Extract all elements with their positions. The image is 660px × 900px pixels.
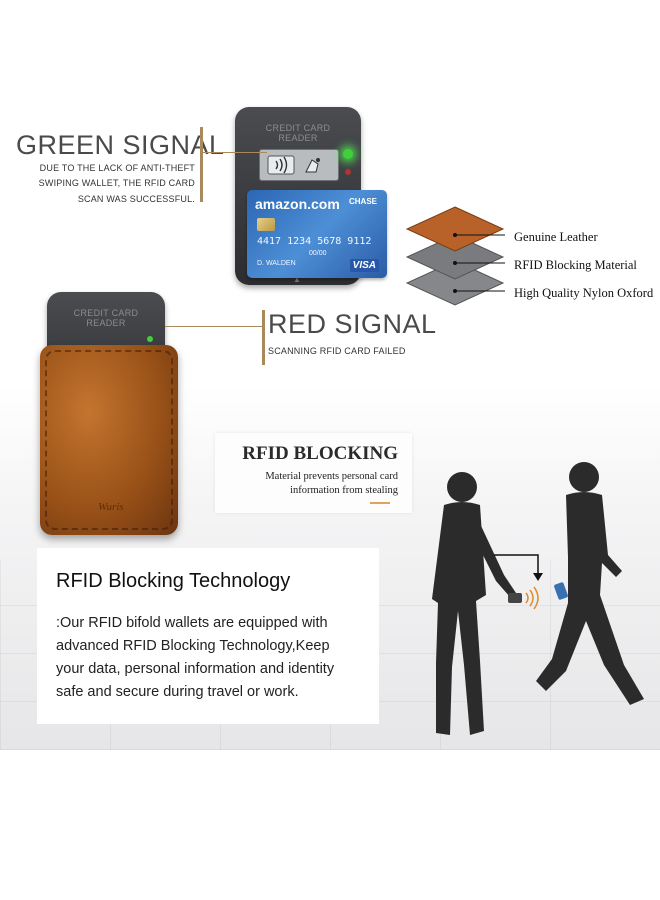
leather-wallet: Wuris [40, 345, 178, 535]
red-signal-subtitle: SCANNING RFID CARD FAILED [268, 346, 406, 356]
technology-title: RFID Blocking Technology [56, 570, 291, 592]
card-chip-icon [257, 218, 275, 231]
red-signal-bar [262, 310, 265, 365]
layer-nylon-shape [405, 260, 505, 306]
thief-reader-icon [508, 593, 522, 603]
green-signal-line2: SWIPING WALLET, THE RFID CARD [38, 178, 195, 188]
credit-card: amazon.com CHASE 4417 1234 5678 9112 00/… [247, 190, 387, 278]
card-brand: amazon.com [255, 196, 340, 212]
technology-body-line3: your data, personal information and iden… [56, 661, 335, 677]
card-bank: CHASE [348, 197, 377, 206]
green-signal-connector [203, 152, 267, 153]
thief-person-icon [432, 472, 516, 735]
rfid-blocking-accent [370, 502, 390, 504]
wallet-zipper [45, 350, 173, 530]
wallet-logo: Wuris [98, 501, 124, 513]
rfid-blocking-title: RFID BLOCKING [242, 443, 398, 464]
card-number: 4417 1234 5678 9112 [257, 236, 372, 247]
green-light-icon [343, 149, 353, 159]
victim-wallet-icon [554, 582, 568, 600]
technology-body-line4: safe and secure during travel or work. [56, 684, 299, 700]
card-expiry: 00/00 [309, 250, 327, 257]
reader2-label-line2: READER [86, 318, 126, 328]
green-signal-line3: SCAN WAS SUCCESSFUL. [77, 194, 195, 204]
card-holder: D. WALDEN [257, 260, 296, 267]
victim-person-icon [536, 462, 644, 705]
red-signal-title: RED SIGNAL [268, 309, 437, 339]
rfid-blocking-line2: information from stealing [290, 485, 398, 496]
contactless-icon [267, 155, 320, 175]
material-layers-diagram [405, 206, 505, 306]
layer-label-nylon: High Quality Nylon Oxford [514, 286, 654, 300]
rfid-blocking-line1: Material prevents personal card [265, 471, 398, 482]
green-signal-bar [200, 127, 203, 202]
layer-rfid-shape [405, 234, 505, 280]
red-signal-connector [165, 326, 262, 327]
layer-leather-shape [405, 206, 505, 252]
layer-label-rfid: RFID Blocking Material [514, 258, 637, 272]
reader-arrow-icon: ▲ [293, 275, 301, 284]
signal-waves-icon [525, 586, 539, 610]
red-light-icon-2 [147, 336, 153, 342]
layer-label-leather: Genuine Leather [514, 230, 598, 244]
green-signal-title: GREEN SIGNAL [16, 130, 225, 160]
rfid-blocking-box: RFID BLOCKING Material prevents personal… [215, 433, 412, 513]
technology-panel: RFID Blocking Technology :Our RFID bifol… [37, 548, 379, 724]
green-signal-line1: DUE TO THE LACK OF ANTI-THEFT [39, 163, 195, 173]
arrow-icon [494, 554, 539, 577]
technology-body-line2: advanced RFID Blocking Technology,Keep [56, 638, 330, 654]
reader-screen [259, 149, 339, 181]
technology-body-line1: :Our RFID bifold wallets are equipped wi… [56, 615, 328, 631]
thief-silhouette-scene [432, 462, 644, 735]
reader2-label-line1: CREDIT CARD [73, 308, 139, 318]
reader-label-line2: READER [278, 133, 318, 143]
reader-label-line1: CREDIT CARD [265, 123, 331, 133]
red-light-icon [345, 169, 351, 175]
card-network: VISA [349, 259, 379, 272]
